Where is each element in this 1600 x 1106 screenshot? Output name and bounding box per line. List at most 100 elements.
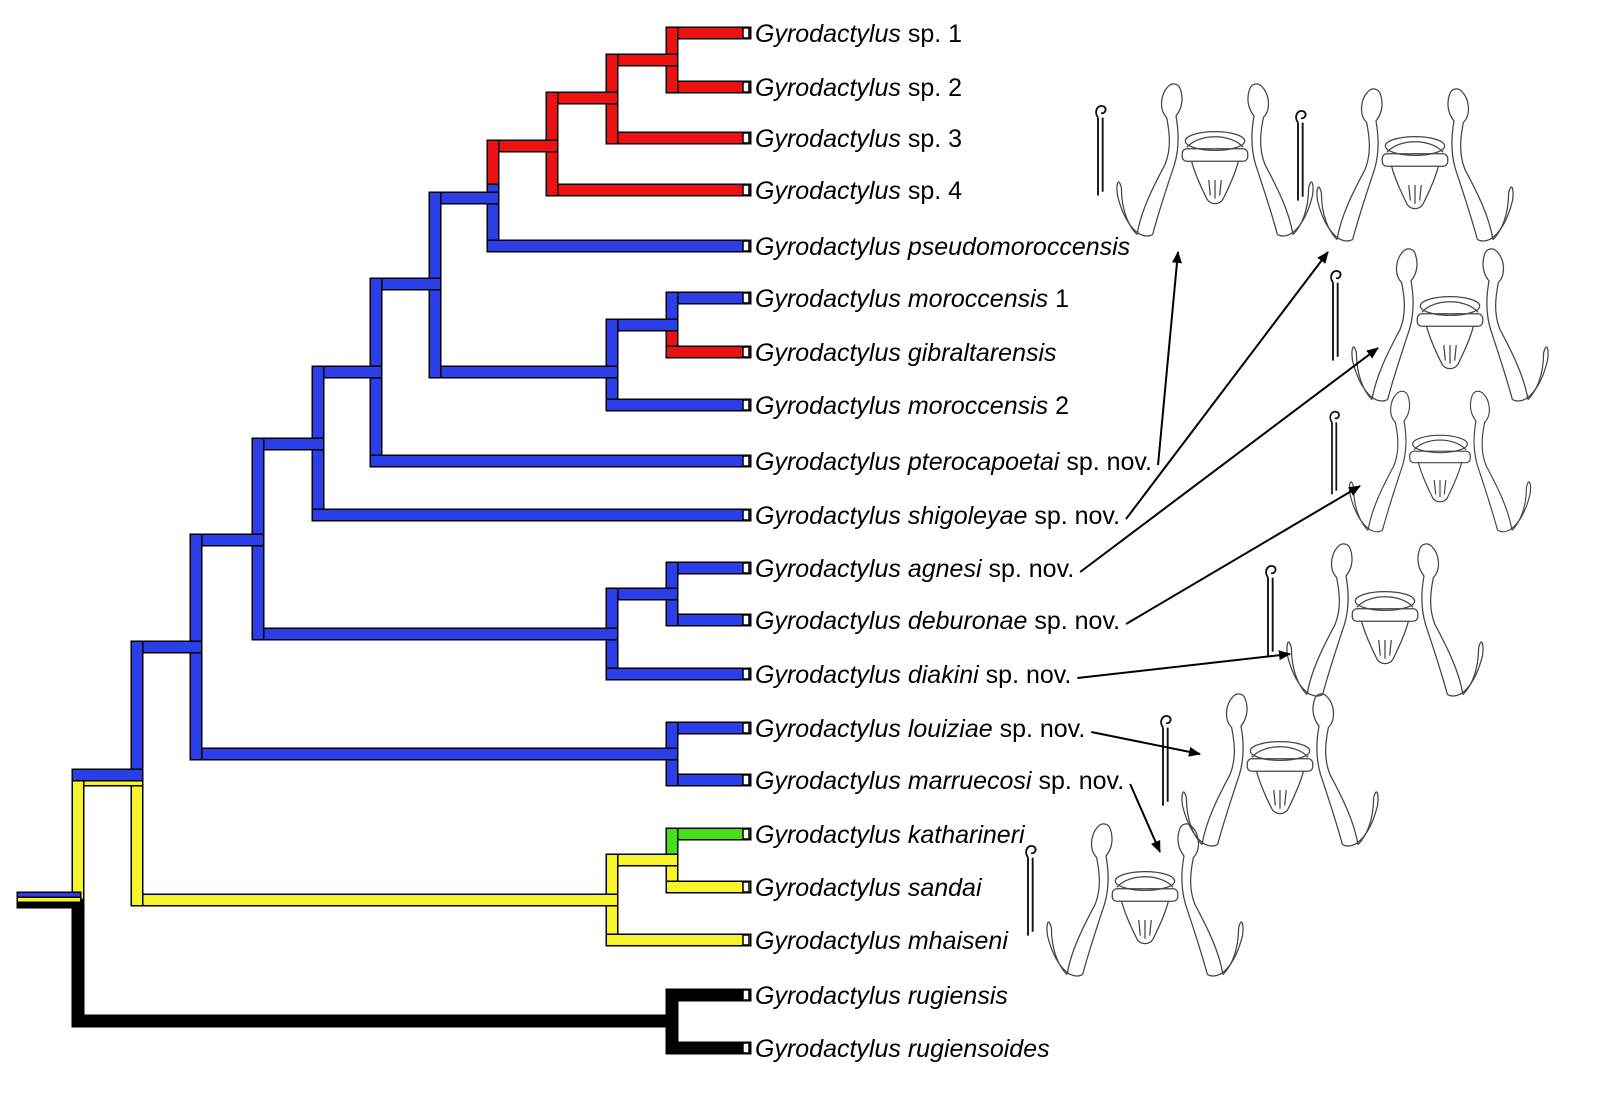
pointer-arrow [1079,347,1379,573]
tip-marker [742,27,750,39]
species-epithet: sp. 4 [908,177,962,205]
species-suffix: sp. nov. [1034,502,1120,530]
taxon-label: Gyrodactylus katharineri [755,821,1026,849]
species-suffix: sp. nov. [1038,767,1124,795]
species-suffix: sp. nov. [988,555,1074,583]
genus-name: Gyrodactylus [755,74,901,102]
taxon-label: Gyrodactylus gibraltarensis [755,339,1057,367]
genus-name: Gyrodactylus [755,20,901,48]
species-epithet: katharineri [908,821,1026,849]
tip-marker [742,292,750,304]
taxon-label: Gyrodactylus moroccensis 1 [755,285,1069,313]
genus-name: Gyrodactylus [755,874,901,902]
taxon-label: Gyrodactylus deburonae sp. nov. [755,607,1120,635]
haptor-sclerites-icon [1330,247,1549,402]
tip-marker [742,184,750,196]
genus-name: Gyrodactylus [755,125,901,153]
genus-name: Gyrodactylus [755,339,901,367]
genus-name: Gyrodactylus [755,715,901,743]
genus-name: Gyrodactylus [755,392,901,420]
taxon-label: Gyrodactylus louiziae sp. nov. [755,715,1085,743]
tip-marker [742,562,750,574]
genus-name: Gyrodactylus [755,982,901,1010]
species-epithet: marruecosi [908,767,1033,795]
species-epithet: diakini [908,661,980,689]
species-epithet: sp. 3 [908,125,962,153]
genus-name: Gyrodactylus [755,177,901,205]
taxon-label: Gyrodactylus shigoleyae sp. nov. [755,502,1120,530]
genus-name: Gyrodactylus [755,767,901,795]
tip-marker [742,240,750,252]
taxon-label: Gyrodactylus sp. 2 [755,74,962,102]
genus-name: Gyrodactylus [755,1035,901,1063]
genus-name: Gyrodactylus [755,661,901,689]
genus-name: Gyrodactylus [755,927,901,955]
species-epithet: shigoleyae [908,502,1028,530]
pointer-arrow [1129,783,1161,853]
pointer-arrow [1077,650,1291,679]
taxon-label: Gyrodactylus rugiensis [755,982,1008,1010]
haptor-sclerites-icon [1295,87,1514,242]
species-epithet: rugiensis [908,982,1008,1010]
taxon-label: Gyrodactylus moroccensis 2 [755,392,1069,420]
taxon-label: Gyrodactylus pterocapoetai sp. nov. [755,448,1152,476]
tip-marker [742,722,750,734]
haptor-sclerites-icon [1095,82,1314,237]
taxon-label: Gyrodactylus diakini sp. nov. [755,661,1071,689]
tip-marker [742,774,750,786]
pointer-arrow [1157,251,1182,466]
species-epithet: pseudomoroccensis [907,233,1130,261]
taxon-label: Gyrodactylus marruecosi sp. nov. [755,767,1124,795]
genus-name: Gyrodactylus [755,448,901,476]
taxon-label: Gyrodactylus mhaiseni [755,927,1009,955]
haptor-sclerites-icon [1329,390,1532,533]
tip-marker [742,934,750,946]
genus-name: Gyrodactylus [755,555,901,583]
species-epithet: sandai [908,874,983,902]
tip-marker [742,1042,750,1054]
species-epithet: moroccensis [908,392,1048,420]
taxon-label: Gyrodactylus sandai [755,874,983,902]
tip-marker [742,881,750,893]
species-epithet: rugiensoides [908,1035,1050,1063]
tip-marker [742,989,750,1001]
species-suffix: sp. nov. [1066,448,1152,476]
species-epithet: moroccensis [908,285,1048,313]
taxon-label: Gyrodactylus sp. 4 [755,177,962,205]
pointer-arrow [1091,731,1201,757]
taxon-label: Gyrodactylus sp. 3 [755,125,962,153]
species-suffix: sp. nov. [986,661,1072,689]
species-epithet: sp. 2 [908,74,962,102]
tip-marker [742,399,750,411]
taxon-label: Gyrodactylus pseudomoroccensis [755,233,1130,261]
genus-name: Gyrodactylus [755,821,901,849]
tip-marker [742,81,750,93]
species-suffix: 1 [1055,285,1069,313]
species-epithet: gibraltarensis [908,339,1057,367]
species-suffix: 2 [1055,392,1069,420]
tip-marker [742,614,750,626]
taxon-label: Gyrodactylus agnesi sp. nov. [755,555,1074,583]
drawing-arrows [1077,251,1379,853]
tip-marker [742,455,750,467]
tip-marker [742,509,750,521]
species-suffix: sp. nov. [1000,715,1086,743]
pointer-arrow [1125,485,1361,625]
haptor-sclerites-icon [1265,542,1484,697]
genus-name: Gyrodactylus [755,233,901,261]
species-epithet: deburonae [908,607,1028,635]
taxon-label: Gyrodactylus sp. 1 [755,20,962,48]
haptor-sclerites-icon [1160,692,1379,847]
tip-marker [742,668,750,680]
species-suffix: sp. nov. [1034,607,1120,635]
species-epithet: louiziae [908,715,993,743]
genus-name: Gyrodactylus [755,502,901,530]
species-epithet: agnesi [908,555,983,583]
species-epithet: mhaiseni [908,927,1009,955]
tip-marker [742,828,750,840]
tree-branches [16,26,752,1055]
tip-marker [742,132,750,144]
species-epithet: pterocapoetai [907,448,1061,476]
